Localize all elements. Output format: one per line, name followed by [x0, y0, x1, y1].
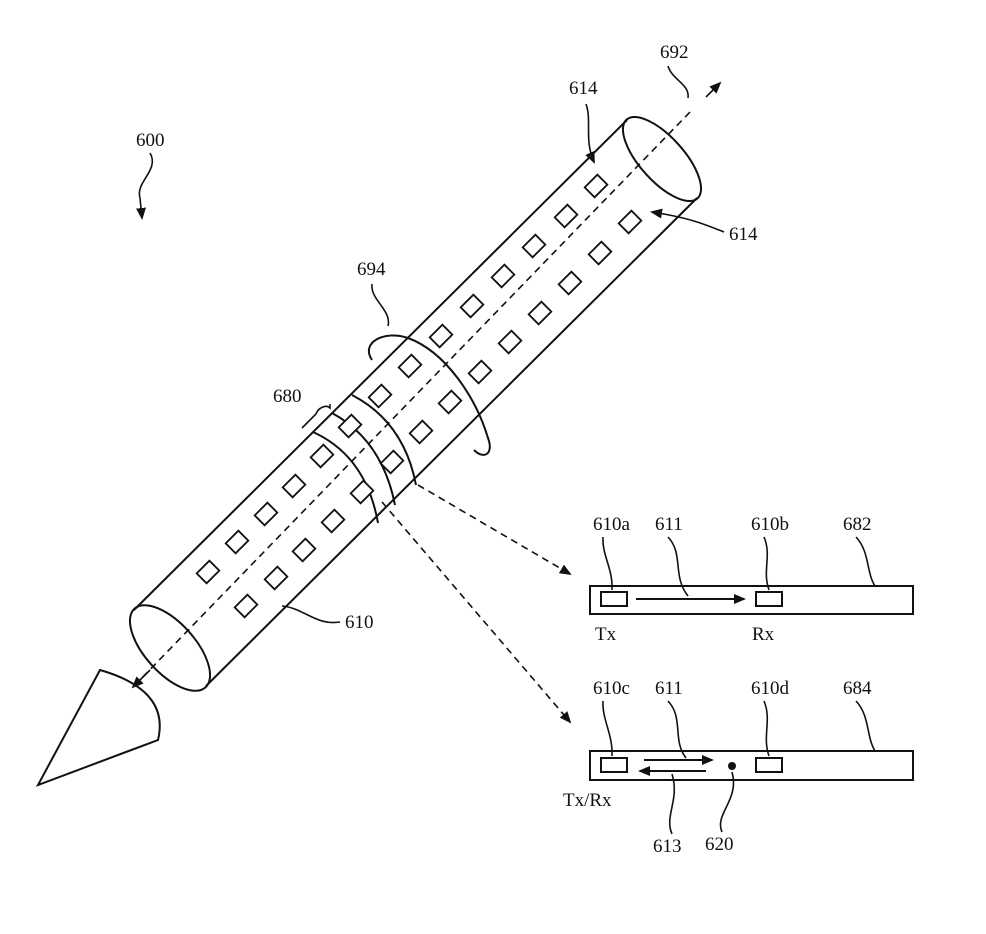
label-611-a: 611 — [655, 514, 683, 535]
sensor-cell — [263, 565, 289, 591]
label-600: 600 — [136, 130, 165, 151]
leader-614-side — [650, 208, 725, 233]
sensor-cell — [490, 263, 516, 289]
label-620: 620 — [705, 834, 734, 855]
longitudinal-axis — [136, 111, 691, 684]
band-bracket — [301, 404, 331, 429]
label-txrx: Tx/Rx — [563, 790, 612, 811]
sensor-cell — [617, 209, 643, 235]
label-680: 680 — [273, 386, 302, 407]
sensor-cell — [587, 240, 613, 266]
callout-arrow-bottom — [381, 501, 572, 724]
label-610d: 610d — [751, 678, 790, 699]
sensor-cell — [233, 593, 259, 619]
label-610b: 610b — [751, 514, 789, 535]
sensor-cell — [224, 529, 250, 555]
label-694: 694 — [357, 259, 386, 280]
leader-610c — [602, 700, 613, 757]
label-rx: Rx — [752, 624, 775, 645]
label-610a: 610a — [593, 514, 631, 535]
sensor-cell — [583, 173, 609, 199]
sensor-cell — [291, 537, 317, 563]
sensor-cell — [379, 449, 405, 475]
label-610: 610 — [345, 612, 374, 633]
sensor-cell — [437, 389, 463, 415]
stylus-barrel — [128, 115, 703, 692]
label-614-top: 614 — [569, 78, 598, 99]
label-684: 684 — [843, 678, 872, 699]
sensor-strip-684 — [589, 750, 914, 781]
sensor-cell — [459, 293, 485, 319]
stylus-tip — [35, 668, 161, 787]
leader-610d — [763, 700, 770, 757]
sensor-cell — [337, 413, 363, 439]
leader-614-top — [585, 103, 595, 164]
sensor-cell — [521, 233, 547, 259]
leader-611-b — [667, 700, 687, 759]
sensor-cell — [397, 353, 423, 379]
sensor-cell — [408, 419, 434, 445]
axis-arrow-top — [705, 81, 722, 98]
sensor-strip-682 — [589, 585, 914, 615]
callout-arrow-top — [417, 484, 572, 576]
label-682: 682 — [843, 514, 872, 535]
sensor-cell — [320, 508, 346, 534]
leader-692 — [667, 65, 689, 99]
sensor-cell — [253, 501, 279, 527]
sensor-cells — [195, 173, 643, 619]
label-692: 692 — [660, 42, 689, 63]
leader-610 — [281, 605, 341, 624]
sensor-cell — [428, 323, 454, 349]
label-613: 613 — [653, 836, 682, 857]
leader-684 — [855, 700, 876, 752]
label-tx: Tx — [595, 624, 617, 645]
sensor-cell — [553, 203, 579, 229]
sensor-cell — [309, 443, 335, 469]
sensor-cell — [367, 383, 393, 409]
sensor-cell — [527, 300, 553, 326]
label-610c: 610c — [593, 678, 630, 699]
sensor-cell — [497, 329, 523, 355]
axis-arrow-bottom — [131, 669, 151, 689]
sensor-cell — [557, 270, 583, 296]
leader-611-a — [667, 536, 689, 597]
sensor-cell — [281, 473, 307, 499]
leader-600 — [136, 152, 153, 220]
label-611-b: 611 — [655, 678, 683, 699]
label-614-side: 614 — [729, 224, 758, 245]
leader-620 — [719, 771, 735, 833]
leader-682 — [855, 536, 876, 587]
sensor-cell — [195, 559, 221, 585]
leader-694 — [371, 283, 390, 327]
leader-613 — [668, 773, 676, 835]
leader-610a — [602, 536, 613, 591]
sensor-cell — [349, 479, 375, 505]
sensor-cell — [467, 359, 493, 385]
leader-610b — [763, 536, 770, 591]
